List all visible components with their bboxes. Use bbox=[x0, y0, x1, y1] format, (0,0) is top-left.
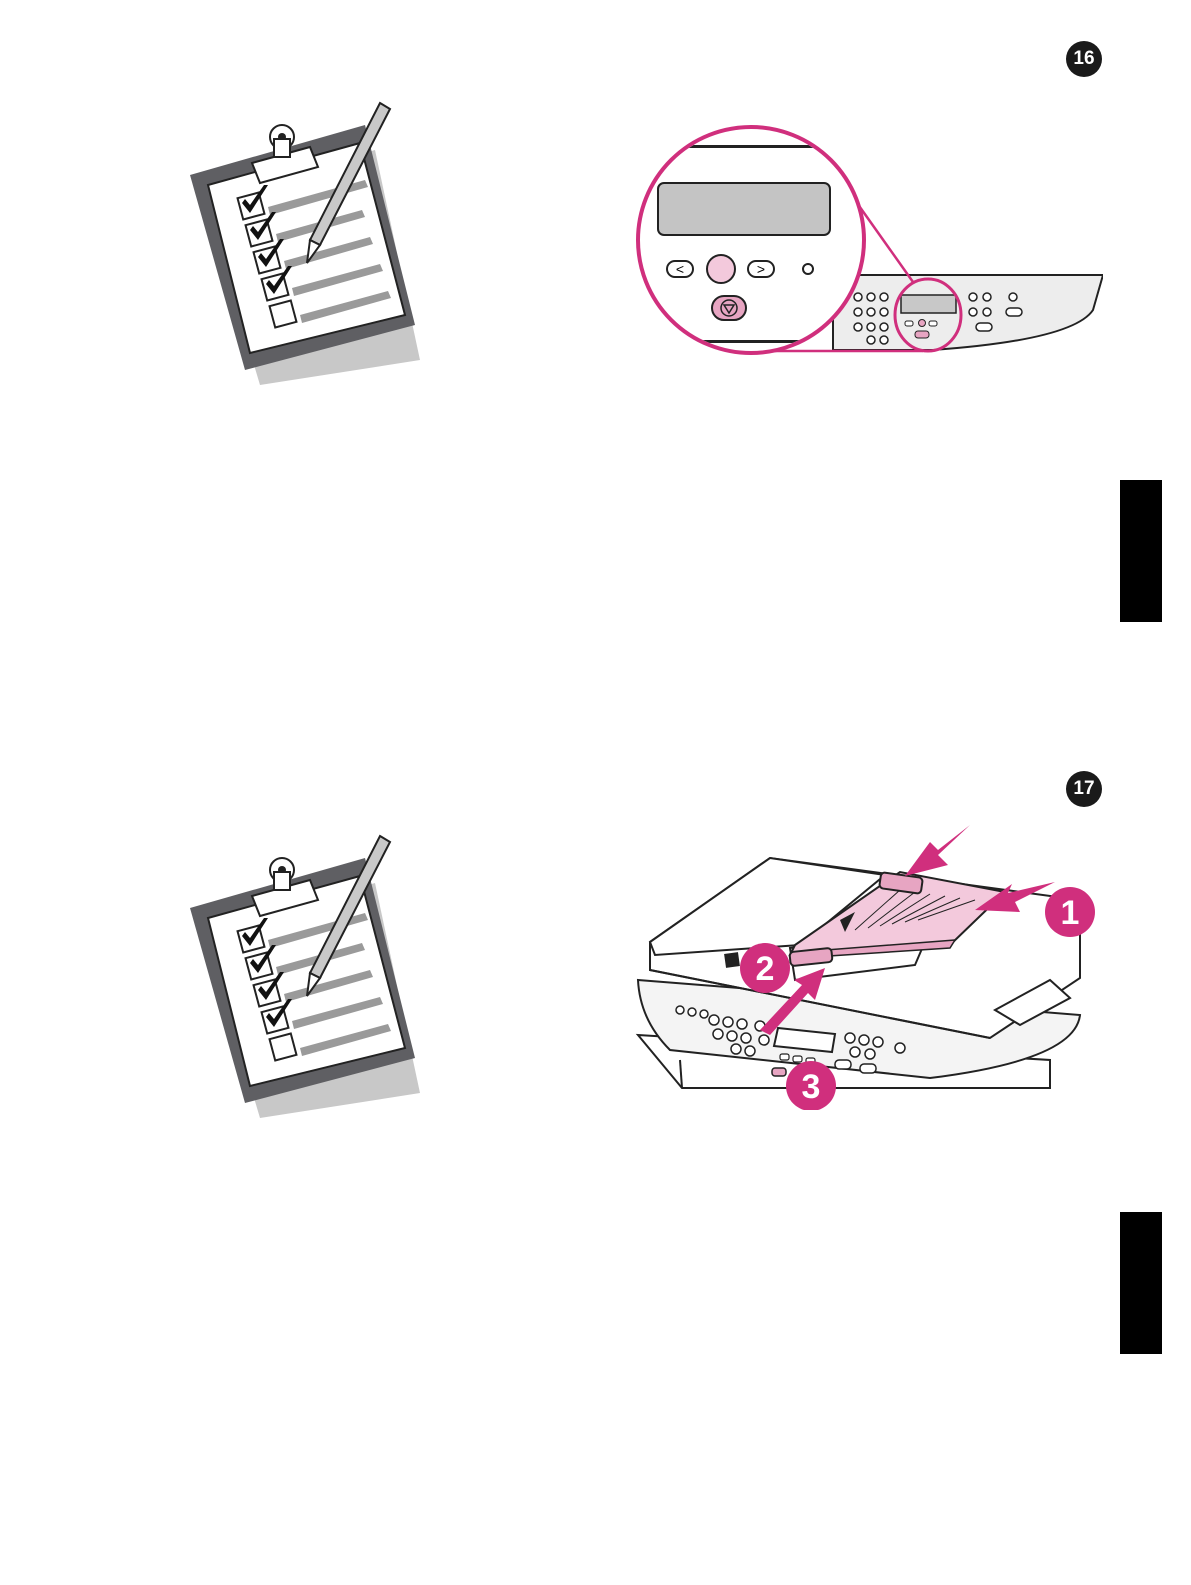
control-panel-magnifier-illustration: < > bbox=[633, 125, 1103, 355]
printer-adf-illustration: 1 2 3 bbox=[630, 820, 1100, 1110]
svg-text:<: < bbox=[676, 261, 684, 277]
svg-text:>: > bbox=[757, 261, 765, 277]
clipboard-checklist-icon bbox=[190, 828, 430, 1128]
step-number-badge: 16 bbox=[1066, 41, 1102, 77]
section-tab bbox=[1120, 1212, 1162, 1354]
callout-number: 1 bbox=[1061, 894, 1080, 932]
section-tab bbox=[1120, 480, 1162, 622]
callout-number: 2 bbox=[756, 950, 775, 988]
callout-number: 3 bbox=[802, 1068, 821, 1106]
step-number-badge: 17 bbox=[1066, 771, 1102, 807]
clipboard-checklist-icon bbox=[190, 95, 430, 395]
